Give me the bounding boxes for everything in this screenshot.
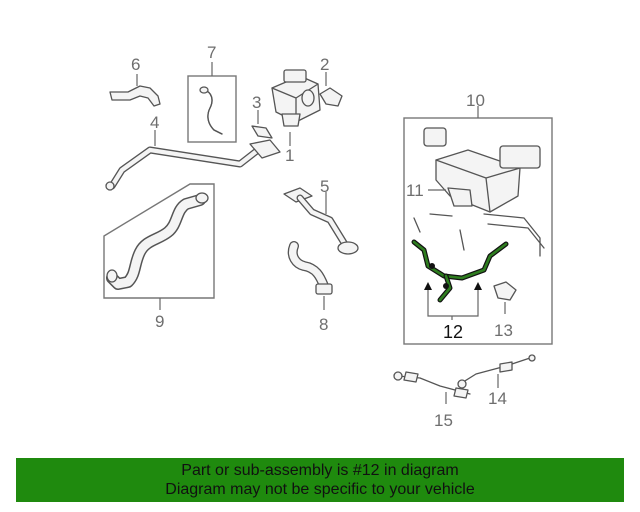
callout-11: 11 [406,181,424,200]
leader-12-bracket [424,282,482,320]
part-8-hose [287,241,333,295]
callout-5: 5 [320,177,329,196]
part-12-highlighted-hose [411,239,509,303]
callout-8: 8 [319,315,328,334]
part-7-hose [199,86,223,135]
callout-9: 9 [155,312,164,331]
footer-line-2: Diagram may not be specific to your vehi… [165,481,475,498]
part-3-gasket [251,125,273,139]
callout-1: 1 [285,146,294,165]
callout-2: 2 [320,55,329,74]
callout-4: 4 [150,113,159,132]
part-15-hose [393,371,471,399]
part-6-bracket [109,85,161,107]
footer-banner: Part or sub-assembly is #12 in diagram D… [16,458,624,502]
callout-10: 10 [466,91,485,110]
callout-6: 6 [131,55,140,74]
callout-15: 15 [434,411,453,430]
callout-7: 7 [207,43,216,62]
callout-12: 12 [443,322,463,342]
part-1-egr-valve [271,69,321,127]
part-9-hose [106,192,209,290]
part-13-connector [493,281,517,301]
part-14-hose [457,354,536,389]
part-9-box [103,183,215,299]
footer-line-1: Part or sub-assembly is #12 in diagram [181,462,459,479]
callout-14: 14 [488,389,507,408]
part-5-pipe [283,187,359,255]
callout-13: 13 [494,321,513,340]
part-4-egr-pipe [105,139,281,191]
part-2-gasket [319,87,343,107]
part-10-canister-assembly [413,127,545,257]
callout-3: 3 [252,93,261,112]
part-7-box [187,75,237,143]
